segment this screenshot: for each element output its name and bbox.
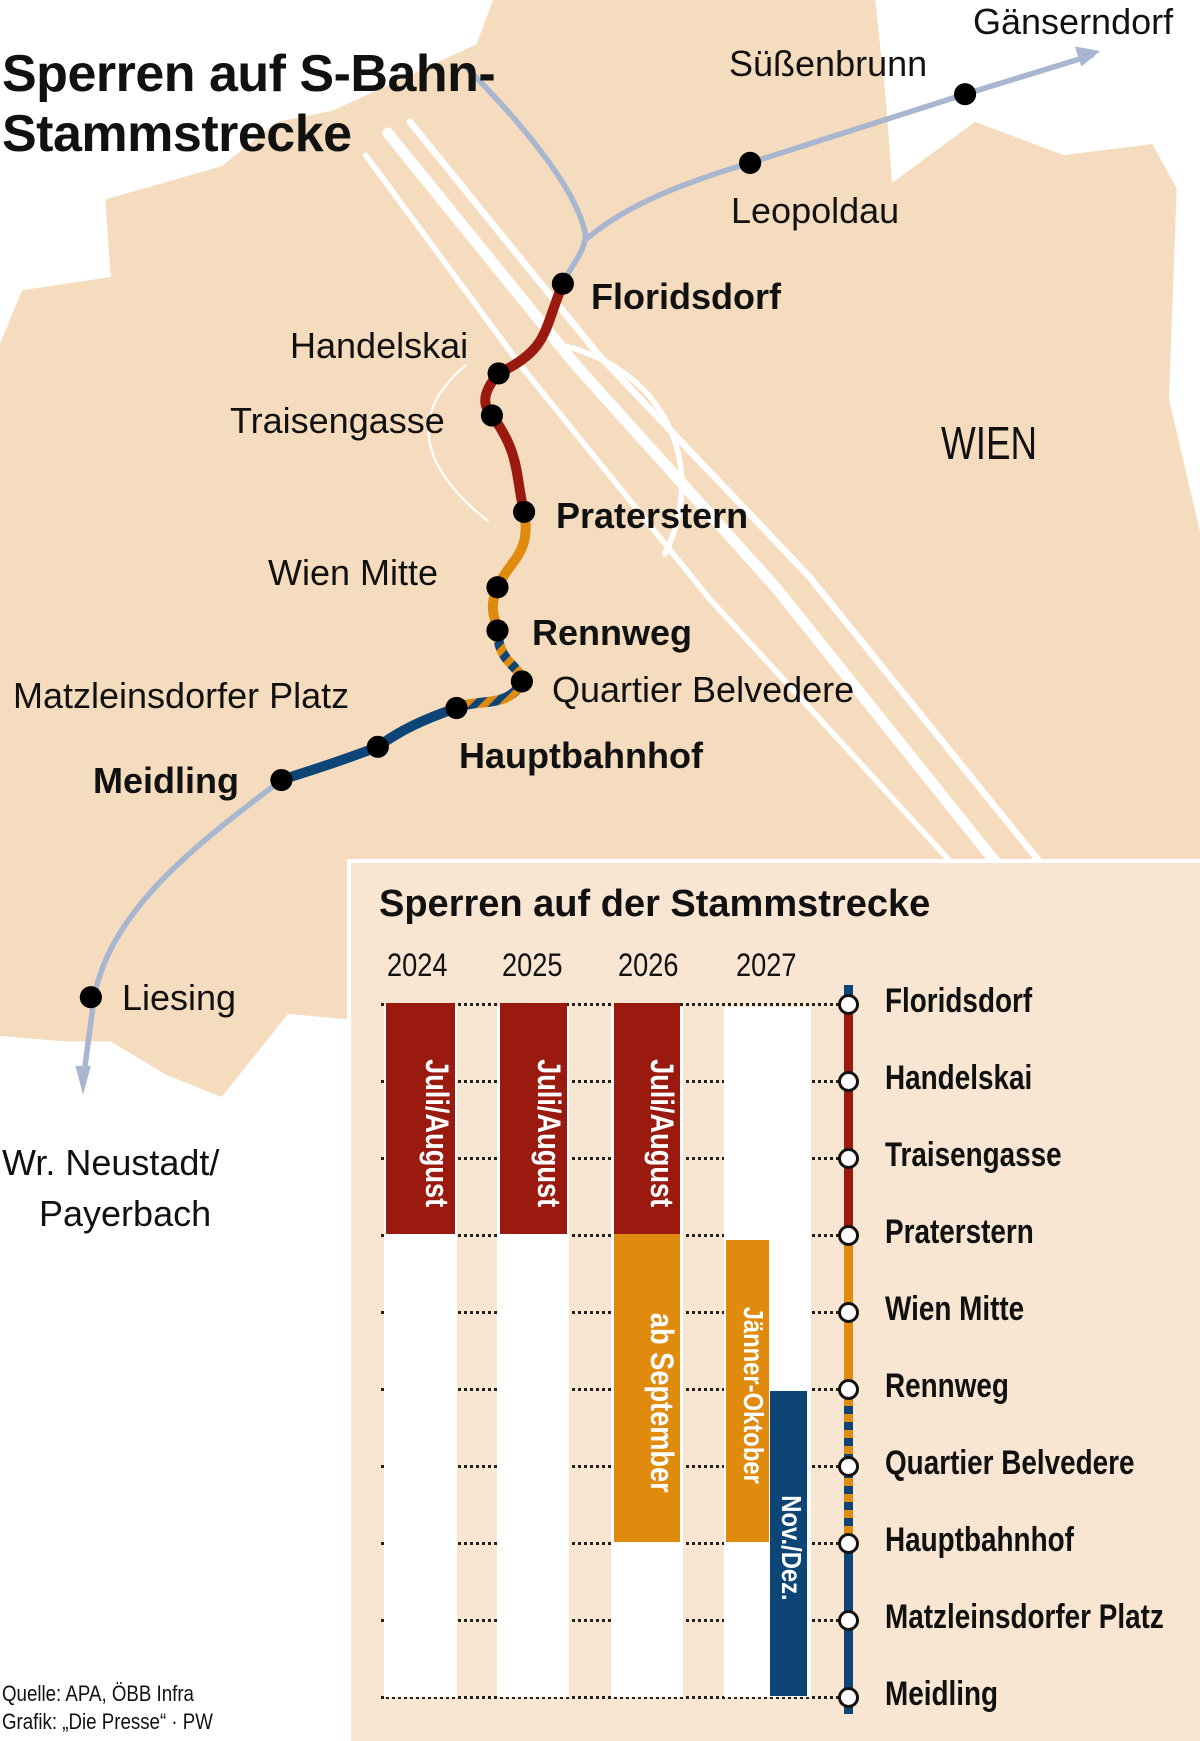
year-label: 2027 — [736, 947, 797, 983]
station-node — [838, 1379, 859, 1400]
closure-label: Jänner-Oktober — [738, 1306, 769, 1484]
closure-label: Juli/August — [644, 1059, 680, 1208]
station-label: Wien Mitte — [885, 1290, 1025, 1328]
row-guide — [381, 1696, 851, 1699]
station-label: Handelskai — [885, 1059, 1033, 1097]
station-label-floridsdorf: Floridsdorf — [591, 276, 781, 317]
station-label-praterstern: Praterstern — [556, 495, 749, 536]
station-label-payerbach: Payerbach — [39, 1193, 212, 1234]
closure-bar-navy: Nov./Dez. — [770, 1391, 807, 1696]
vienna-land — [0, 0, 1200, 1097]
panel-title: Sperren auf der Stammstrecke — [379, 883, 931, 925]
station-node — [838, 1071, 859, 1092]
station-label: Praterstern — [885, 1213, 1034, 1251]
station-node — [838, 1687, 859, 1708]
station-label-traisengasse: Traisengasse — [230, 400, 445, 441]
credits: Quelle: APA, ÖBB Infra Grafik: „Die Pres… — [2, 1680, 213, 1736]
page-title: Sperren auf S-Bahn-Stammstrecke — [2, 45, 496, 163]
station-node — [838, 1302, 859, 1323]
source-credit: Quelle: APA, ÖBB Infra — [2, 1681, 194, 1706]
closure-bar-orange: Jänner-Oktober — [726, 1240, 769, 1542]
station-label: Floridsdorf — [885, 982, 1033, 1020]
station-label: Traisengasse — [885, 1136, 1062, 1174]
closure-bar-red: Juli/August — [614, 1003, 680, 1234]
station-node — [838, 994, 859, 1015]
closure-label: Nov./Dez. — [776, 1494, 807, 1601]
year-label: 2026 — [618, 947, 679, 983]
station-label-wien-mitte: Wien Mitte — [268, 552, 439, 593]
station-label: Quartier Belvedere — [885, 1444, 1135, 1482]
station-label-suessenbrunn: Süßenbrunn — [729, 43, 928, 84]
line-segment-red — [844, 1003, 853, 1234]
station-dots — [79, 83, 977, 1009]
closure-label: ab September — [644, 1313, 680, 1493]
station-label-liesing: Liesing — [122, 977, 237, 1018]
station-label-gaenserndorf: Gänserndorf — [973, 1, 1174, 42]
closure-bar-red: Juli/August — [500, 1003, 567, 1234]
year-label: 2024 — [387, 947, 448, 983]
danube-river — [362, 118, 1045, 870]
station-label-rennweg: Rennweg — [532, 612, 693, 653]
closure-label: Juli/August — [531, 1059, 567, 1208]
station-label: Rennweg — [885, 1367, 1009, 1405]
station-label-quartier-belvedere: Quartier Belvedere — [552, 669, 855, 710]
city-label-wien: WIEN — [941, 417, 1038, 469]
station-label-matzleinsdorfer: Matzleinsdorfer Platz — [13, 675, 350, 716]
closure-bar-red: Juli/August — [386, 1003, 455, 1234]
year-label: 2025 — [502, 947, 563, 983]
station-label-wr-neustadt: Wr. Neustadt/ — [2, 1142, 220, 1183]
station-label: Meidling — [885, 1675, 999, 1713]
closure-schedule-panel: Sperren auf der Stammstrecke 2024 2025 2… — [347, 859, 1200, 1741]
station-label: Matzleinsdorfer Platz — [885, 1598, 1164, 1636]
closure-bar-orange: ab September — [614, 1234, 680, 1542]
station-node — [838, 1533, 859, 1554]
station-label-meidling: Meidling — [93, 760, 239, 801]
station-label-leopoldau: Leopoldau — [731, 190, 900, 231]
station-label-handelskai: Handelskai — [290, 325, 469, 366]
station-label: Hauptbahnhof — [885, 1521, 1074, 1559]
station-node — [838, 1456, 859, 1477]
closure-label: Juli/August — [419, 1059, 455, 1208]
station-node — [838, 1148, 859, 1169]
station-node — [838, 1225, 859, 1246]
station-label-hauptbahnhof: Hauptbahnhof — [459, 735, 703, 776]
station-node — [838, 1610, 859, 1631]
graphic-credit: Grafik: „Die Presse“ · PW — [2, 1709, 213, 1734]
